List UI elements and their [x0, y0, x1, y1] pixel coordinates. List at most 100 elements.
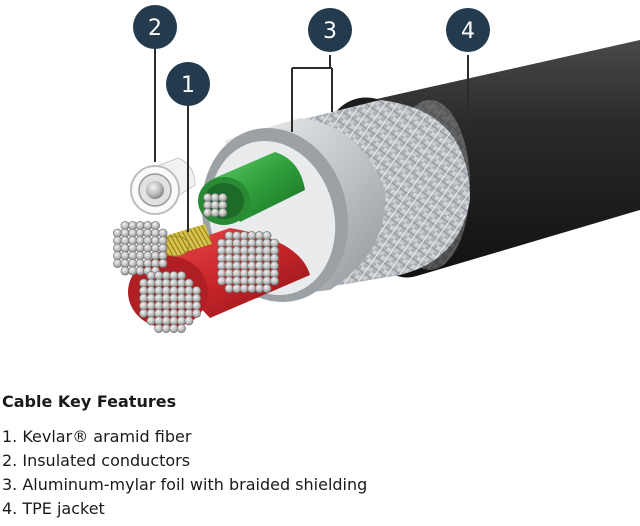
feature-item-4: 4. TPE jacket — [2, 499, 105, 518]
wire-strand — [169, 301, 179, 311]
wire-strand — [218, 193, 228, 203]
wire-strand — [139, 286, 149, 296]
wire-strand — [269, 268, 279, 278]
wire-strand — [232, 253, 242, 263]
wire-strand — [262, 253, 272, 263]
wire-strand — [217, 268, 227, 278]
wire-strand — [154, 293, 164, 303]
wire-strand — [158, 251, 168, 261]
wire-strand — [218, 200, 228, 210]
wire-strand — [143, 243, 153, 253]
wire-strand — [262, 261, 272, 271]
wire-strand — [161, 293, 171, 303]
wire-strand — [128, 236, 138, 246]
wire-strand — [169, 293, 179, 303]
wire-strand — [161, 271, 171, 281]
wire-strand — [262, 231, 272, 241]
wire-strand — [217, 238, 227, 248]
wire-strand — [161, 308, 171, 318]
wire-strand — [113, 228, 123, 238]
wire-strand — [254, 261, 264, 271]
wire-strand — [113, 251, 123, 261]
wire-strand — [262, 268, 272, 278]
wire-strand — [143, 228, 153, 238]
wire-strand — [247, 283, 257, 293]
wire-strand — [224, 231, 234, 241]
wire-strand — [161, 286, 171, 296]
wire-strand — [247, 246, 257, 256]
feature-item-2: 2. Insulated conductors — [2, 451, 191, 470]
kevlar-fiber — [160, 224, 212, 257]
wire-strand — [146, 278, 156, 288]
wire-strand — [135, 228, 145, 238]
wire-strand — [224, 268, 234, 278]
wire-strand — [154, 308, 164, 318]
wire-strand — [232, 231, 242, 241]
wire-strand — [224, 283, 234, 293]
wire-strand — [184, 278, 194, 288]
wire-strand — [239, 253, 249, 263]
feature-item-3: 3. Aluminum-mylar foil with braided shie… — [2, 475, 368, 494]
wire-strand — [262, 246, 272, 256]
wire-strand — [203, 193, 213, 203]
callout-1: 1 — [166, 62, 210, 106]
wire-strand — [176, 286, 186, 296]
wire-strand — [146, 308, 156, 318]
wire-strand — [154, 286, 164, 296]
wire-strand — [203, 200, 213, 210]
wire-strand — [224, 246, 234, 256]
wire-strand — [192, 286, 202, 296]
wire-strand — [135, 236, 145, 246]
wire-strand — [184, 286, 194, 296]
wire-strand — [120, 258, 130, 268]
wire-strand — [176, 278, 186, 288]
wire-strand — [176, 271, 186, 281]
wire-strand — [254, 268, 264, 278]
wire-strand — [254, 283, 264, 293]
wire-strand — [217, 253, 227, 263]
wire-strand — [139, 293, 149, 303]
wire-strand — [143, 221, 153, 231]
wire-strand — [239, 276, 249, 286]
wire-strand — [158, 258, 168, 268]
wire-strand — [269, 261, 279, 271]
wire-strand — [218, 208, 228, 218]
wire-strand — [150, 221, 160, 231]
wire-strand — [239, 283, 249, 293]
wire-strand — [247, 276, 257, 286]
wire-strand — [158, 236, 168, 246]
wire-strand — [247, 261, 257, 271]
wire-strand — [128, 251, 138, 261]
wire-strand — [247, 268, 257, 278]
cable-diagram: 1 2 3 4 — [113, 5, 640, 333]
wire-strand — [254, 231, 264, 241]
wire-strand — [120, 266, 130, 276]
wire-strand — [176, 316, 186, 326]
callout-2: 2 — [133, 5, 177, 49]
wire-strand — [120, 243, 130, 253]
wire-strand — [210, 208, 220, 218]
wire-strand — [262, 276, 272, 286]
wire-strand — [169, 286, 179, 296]
wire-strand — [150, 251, 160, 261]
callout-3: 3 — [308, 8, 352, 52]
wire-strand — [143, 258, 153, 268]
wire-strand — [139, 301, 149, 311]
wire-strand — [232, 283, 242, 293]
wire-strand — [150, 258, 160, 268]
drain-conductor — [130, 157, 196, 215]
wire-strand — [154, 316, 164, 326]
wire-strand — [210, 200, 220, 210]
wire-strand — [176, 293, 186, 303]
wire-strand — [254, 246, 264, 256]
wire-strand — [113, 243, 123, 253]
wire-strand — [262, 238, 272, 248]
wire-strand — [176, 308, 186, 318]
wire-strand — [254, 238, 264, 248]
wire-strand — [254, 253, 264, 263]
wire-strand — [158, 243, 168, 253]
wire-strand — [247, 253, 257, 263]
wire-strand — [254, 276, 264, 286]
wire-strand — [135, 243, 145, 253]
callout-1-label: 1 — [181, 73, 195, 98]
